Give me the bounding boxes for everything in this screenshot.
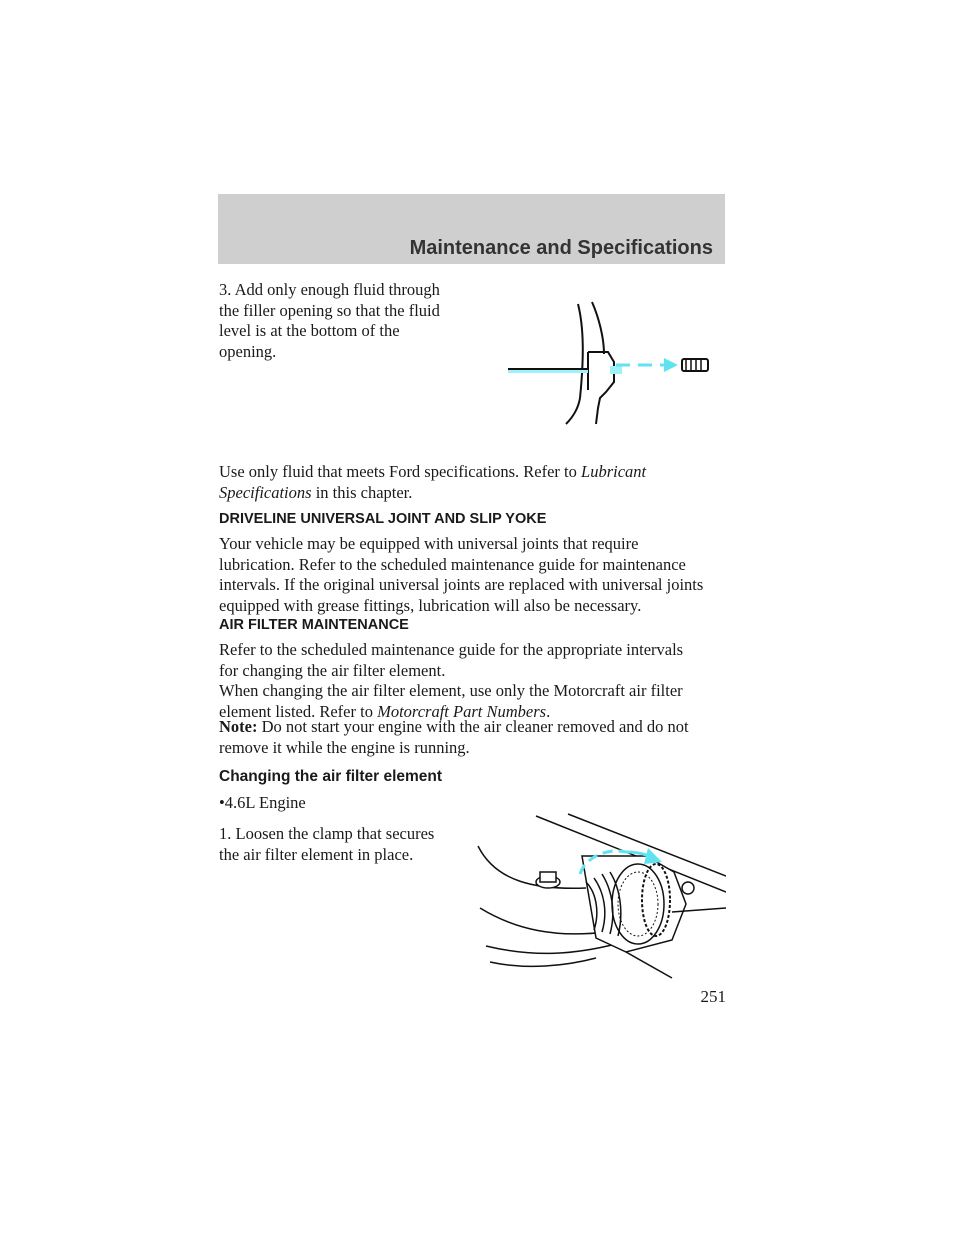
driveline-text: Your vehicle may be equipped with univer… xyxy=(219,534,729,616)
period: . xyxy=(546,701,551,721)
air-filter-clamp-illustration xyxy=(477,813,726,979)
lubricant-specifications-reference: Specifications xyxy=(219,482,312,502)
step3-text: 3. Add only enough fluid through the fil… xyxy=(219,280,729,362)
air-filter-line: When changing the air filter element, us… xyxy=(219,681,683,700)
fluid-fill-illustration xyxy=(508,301,709,425)
lubricant-specifications-reference: Lubricant xyxy=(581,462,647,481)
note-label: Note: xyxy=(219,717,258,736)
fluid-note: Use only fluid that meets Ford specifica… xyxy=(219,462,729,503)
air-filter-line: Refer to the scheduled maintenance guide… xyxy=(219,640,684,659)
air-filter-parts-note: When changing the air filter element, us… xyxy=(219,681,729,722)
engine-label: 4.6L Engine xyxy=(224,793,306,812)
changing-filter-heading: Changing the air filter element xyxy=(219,768,443,785)
driveline-line: intervals. If the original universal joi… xyxy=(219,575,704,594)
fluid-note-text: in this chapter. xyxy=(315,482,413,502)
step3-line: opening. xyxy=(219,341,277,361)
fluid-note-text: Use only fluid that meets Ford specifica… xyxy=(219,462,577,481)
header-band: Maintenance and Specifications xyxy=(218,194,725,264)
air-filter-intro: Refer to the scheduled maintenance guide… xyxy=(219,640,729,681)
air-filter-line: element listed. Refer to xyxy=(219,701,373,721)
step1-text: 1. Loosen the clamp that secures the air… xyxy=(219,824,729,865)
page-number: 251 xyxy=(700,987,727,1006)
driveline-line: Your vehicle may be equipped with univer… xyxy=(219,534,639,553)
note-text: remove it while the engine is running. xyxy=(219,737,470,757)
air-filter-line: for changing the air filter element. xyxy=(219,660,446,680)
bullet-icon: • xyxy=(219,793,225,812)
air-filter-warning: Note: Do not start your engine with the … xyxy=(219,717,729,758)
note-text: Do not start your engine with the air cl… xyxy=(261,717,689,736)
driveline-line: equipped with grease fittings, lubricati… xyxy=(219,595,642,615)
step3-line: 3. Add only enough fluid through xyxy=(219,280,440,299)
air-filter-heading: AIR FILTER MAINTENANCE xyxy=(219,617,409,633)
engine-bullet: •4.6L Engine xyxy=(219,793,729,814)
step3-line: level is at the bottom of the xyxy=(219,321,400,340)
motorcraft-part-numbers-reference: Motorcraft Part Numbers xyxy=(377,701,547,721)
page-header-title: Maintenance and Specifications xyxy=(409,237,713,259)
driveline-line: lubrication. Refer to the scheduled main… xyxy=(219,554,686,574)
step1-line: the air filter element in place. xyxy=(219,844,414,864)
step3-line: the filler opening so that the fluid xyxy=(219,300,440,320)
driveline-heading: DRIVELINE UNIVERSAL JOINT AND SLIP YOKE xyxy=(219,511,547,527)
step1-line: 1. Loosen the clamp that secures xyxy=(219,824,435,843)
